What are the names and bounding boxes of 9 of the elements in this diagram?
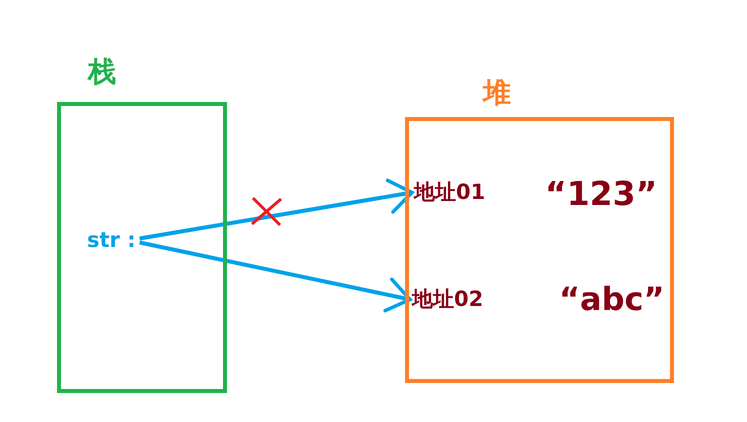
heading: 栈 <box>88 58 116 86</box>
arrow <box>139 240 412 312</box>
arrow <box>139 178 414 240</box>
heading: 堆 <box>483 79 511 107</box>
value-label: “abc” <box>559 283 665 315</box>
variable-label: str : <box>87 230 136 251</box>
address-label: 地址01 <box>414 182 486 203</box>
address-label: 地址02 <box>412 289 484 310</box>
value-label: “123” <box>545 177 658 210</box>
